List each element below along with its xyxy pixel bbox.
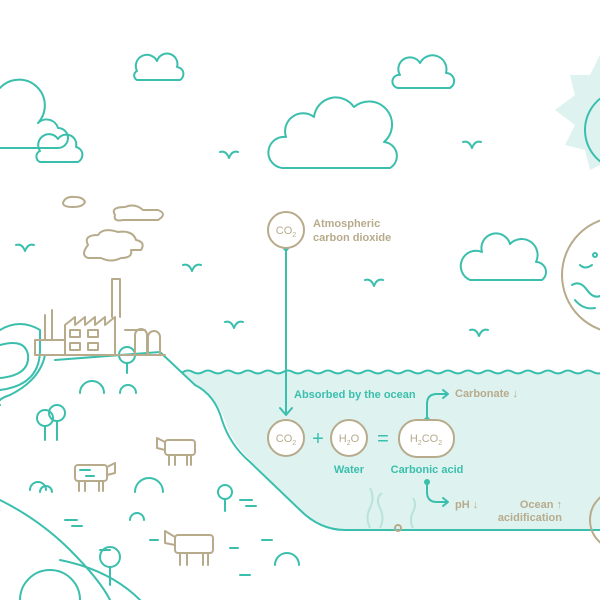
smoke-clouds	[62, 195, 164, 262]
hill-outline	[0, 323, 41, 391]
svg-text:H2CO2: H2CO2	[410, 433, 442, 447]
hill-outline-inner	[0, 342, 30, 379]
birds	[15, 140, 489, 337]
h2co2-molecule: H2CO2	[398, 419, 455, 458]
grass-dashes	[64, 469, 273, 576]
water-label: Water	[334, 464, 365, 476]
ocean-surface-wave	[182, 369, 600, 375]
ocean-water	[183, 372, 600, 530]
carbonate-label: Carbonate ↓	[455, 388, 518, 400]
svg-text:CO2: CO2	[276, 225, 297, 239]
hill-slope-2	[59, 559, 141, 600]
atmospheric-label-line1: Atmospheric	[313, 218, 380, 230]
coastline	[159, 351, 600, 531]
co2-molecule: CO2	[267, 419, 305, 457]
clouds	[0, 52, 547, 281]
river	[0, 354, 46, 406]
shell-icon	[394, 524, 402, 532]
carbonic-acid-label: Carbonic acid	[391, 464, 464, 476]
ph-label: pH ↓	[455, 499, 478, 511]
seaweed	[366, 487, 416, 529]
atmospheric-co2-molecule: CO2	[267, 211, 305, 249]
hill-slope	[0, 499, 111, 600]
ph-arrow	[424, 479, 449, 507]
h2o-molecule: H2O	[330, 419, 368, 457]
ocean-acidification-label-line2: acidification	[498, 512, 562, 524]
trees	[36, 346, 233, 586]
ocean-acidification-label-line1: Ocean ↑	[520, 499, 562, 511]
bushes	[19, 380, 300, 600]
factory-icon	[34, 278, 166, 356]
svg-text:CO2: CO2	[276, 433, 297, 447]
marine-life-circle	[561, 219, 600, 544]
svg-text:H2O: H2O	[339, 433, 360, 447]
sun-icon	[555, 55, 600, 170]
cows	[74, 437, 214, 566]
atmospheric-label-line2: carbon dioxide	[313, 232, 391, 244]
equals-sign: =	[377, 428, 389, 450]
absorbed-label: Absorbed by the ocean	[294, 389, 416, 401]
plus-sign: +	[312, 428, 324, 450]
